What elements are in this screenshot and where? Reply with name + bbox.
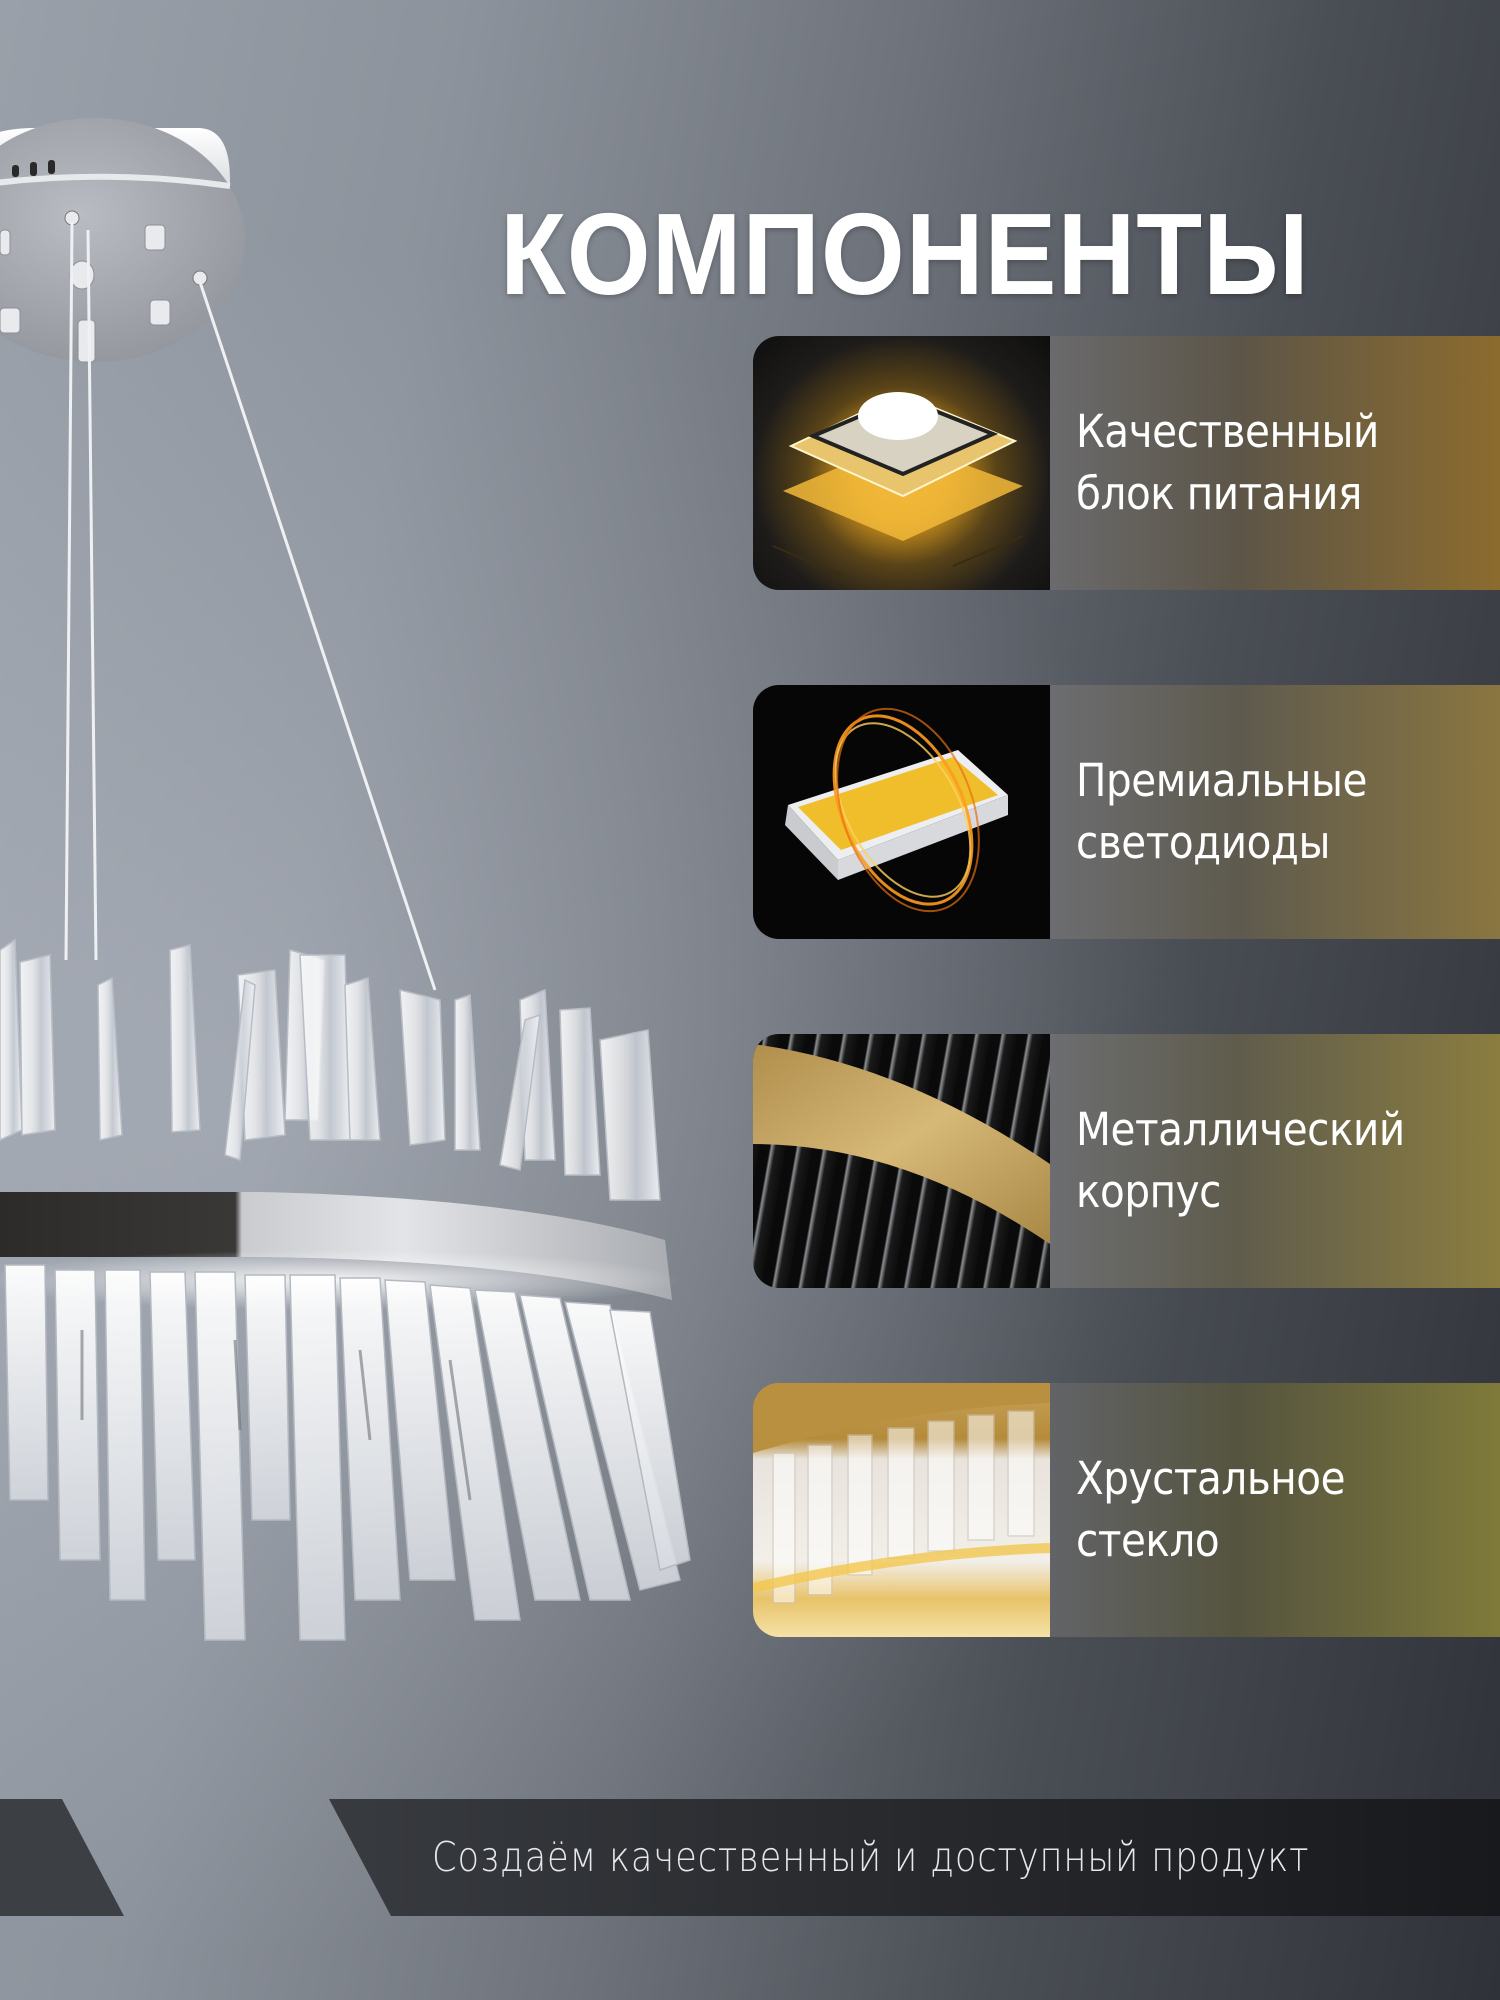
feature-label: Металлический корпус	[1050, 1034, 1500, 1288]
feature-card-leds: Премиальные светодиоды	[753, 685, 1500, 939]
gold-band-icon	[753, 1044, 1050, 1244]
led-icon	[785, 707, 1008, 913]
feature-card-crystal-glass: Хрустальное стекло	[753, 1383, 1500, 1637]
feature-label-line1: Премиальные	[1076, 754, 1367, 807]
chandelier-product-image	[0, 118, 691, 1641]
upper-crystals	[0, 938, 661, 1201]
chandelier-ring	[0, 1192, 672, 1300]
crystal-icon	[753, 1383, 1050, 1604]
feature-label-line2: светодиоды	[1076, 816, 1331, 869]
feature-label: Хрустальное стекло	[1050, 1383, 1500, 1637]
crystal-glass-ring-image	[753, 1383, 1050, 1637]
feature-label-line2: блок питания	[1076, 467, 1362, 520]
lower-crystals	[4, 1264, 691, 1641]
led-chip-image	[753, 685, 1050, 939]
banner-accent-shape	[0, 1799, 124, 1916]
slogan-banner	[329, 1799, 1500, 1916]
feature-label: Премиальные светодиоды	[1050, 685, 1500, 939]
feature-label-line2: корпус	[1076, 1165, 1221, 1218]
chip-icon	[772, 392, 1024, 577]
brushed-gold-band-image	[753, 1034, 1050, 1288]
feature-card-metal-body: Металлический корпус	[753, 1034, 1500, 1288]
feature-label-line1: Металлический	[1076, 1103, 1405, 1156]
feature-label-line1: Качественный	[1076, 405, 1379, 458]
feature-label: Качественный блок питания	[1050, 336, 1500, 590]
power-supply-chip-image	[753, 336, 1050, 590]
canopy	[0, 118, 245, 363]
feature-card-power-supply: Качественный блок питания	[753, 336, 1500, 590]
page-title: КОМПОНЕНТЫ	[500, 188, 1310, 319]
feature-label-line1: Хрустальное	[1076, 1452, 1346, 1505]
suspension-wires	[64, 221, 437, 991]
feature-label-line2: стекло	[1076, 1514, 1220, 1567]
slogan-text: Создаём качественный и доступный продукт	[432, 1833, 1310, 1881]
